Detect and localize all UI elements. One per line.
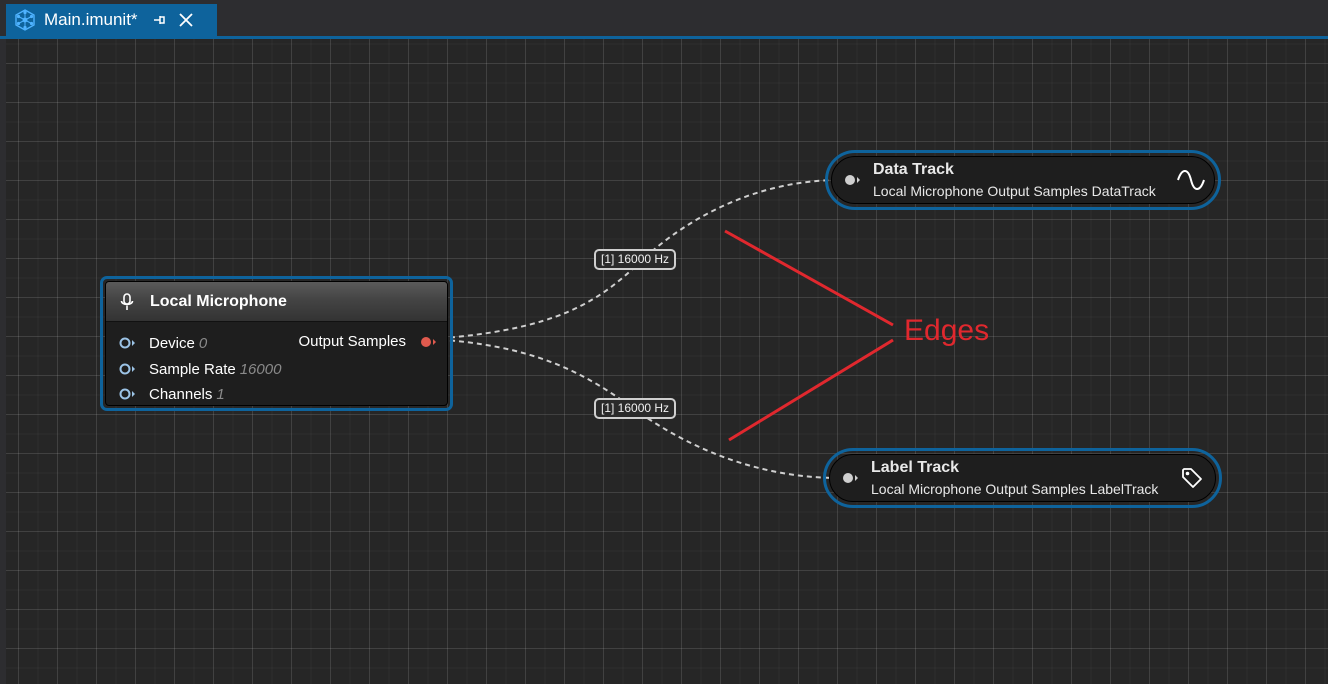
output-port-icon[interactable] (420, 336, 438, 348)
document-tab[interactable]: Main.imunit* (6, 4, 217, 36)
input-port-sample-rate[interactable]: Sample Rate 16000 (119, 359, 281, 379)
close-icon[interactable] (177, 11, 195, 29)
label-track-node[interactable]: Label Track Local Microphone Output Samp… (823, 448, 1222, 508)
edge-label-label-track[interactable]: [1] 16000 Hz (594, 398, 677, 419)
port-label: Sample Rate (149, 360, 236, 378)
output-port-output-samples[interactable]: Output Samples (298, 333, 438, 350)
waveform-icon (1176, 167, 1206, 193)
port-label: Channels (149, 385, 213, 403)
tag-icon (1177, 465, 1207, 491)
input-port-device[interactable]: Device 0 (119, 333, 207, 353)
input-port-icon[interactable] (119, 388, 137, 400)
port-value: 1 (216, 385, 225, 403)
local-microphone-node[interactable]: Local Microphone Device 0 Sample Rate 16… (100, 276, 453, 411)
document-tab-strip: Main.imunit* (0, 0, 1328, 39)
input-port-channels[interactable]: Channels 1 (119, 384, 225, 404)
node-subtitle: Local Microphone Output Samples DataTrac… (873, 183, 1156, 199)
port-value: 16000 (239, 360, 282, 378)
tab-title: Main.imunit* (44, 10, 138, 29)
input-port-icon[interactable] (842, 472, 860, 484)
port-value: 0 (198, 334, 208, 352)
port-label: Output Samples (298, 333, 406, 350)
node-title: Label Track (871, 459, 960, 476)
node-title: Data Track (873, 161, 954, 178)
input-port-icon[interactable] (119, 337, 137, 349)
annotation-edges-label: Edges (904, 314, 990, 347)
node-subtitle: Local Microphone Output Samples LabelTra… (871, 481, 1159, 497)
input-port-icon[interactable] (844, 174, 862, 186)
left-gutter (0, 39, 6, 684)
port-label: Device (149, 334, 195, 352)
input-port-icon[interactable] (119, 363, 137, 375)
network-icon (14, 9, 36, 31)
edge-label-data-track[interactable]: [1] 16000 Hz (594, 249, 677, 270)
tab-underline (0, 36, 1328, 39)
node-title: Local Microphone (150, 292, 287, 310)
microphone-icon (120, 292, 136, 311)
pin-icon[interactable] (150, 11, 168, 29)
data-track-node[interactable]: Data Track Local Microphone Output Sampl… (825, 150, 1221, 210)
node-header[interactable]: Local Microphone (106, 282, 447, 322)
